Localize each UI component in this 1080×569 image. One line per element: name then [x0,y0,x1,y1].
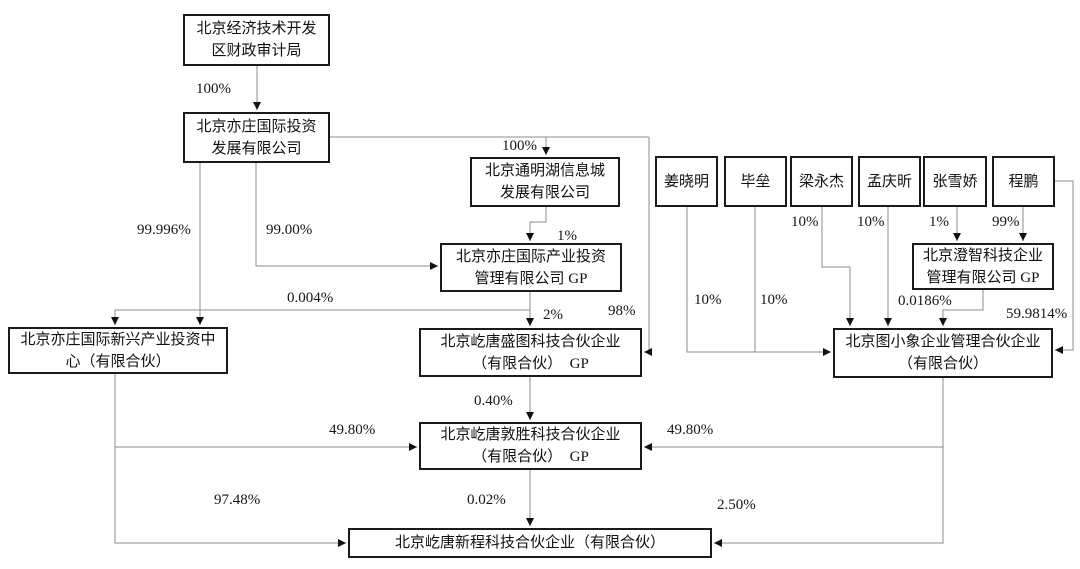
edge-tuxiaoxiang-xincheng-line [714,447,944,547]
node-person-bi-lei: 毕垒 [724,156,787,207]
node-tongminghu-info-city: 北京通明湖信息城 发展有限公司 [470,157,620,207]
edge-label-audit-yzdev: 100% [196,81,231,97]
edge-chengzhi-tuxiaoxiang-line [939,290,984,326]
edge-yzdev-mgmt-line [255,163,438,270]
edge-tmh-mgmt-line [526,207,547,241]
edge-label-liang-tuxiaoxiang: 10% [791,214,819,230]
edge-mgmt-xinxing-line [111,309,530,325]
node-yitang-shengtu-gp: 北京屹唐盛图科技合伙企业 （有限合伙） GP [419,328,642,377]
edge-label-shengtu-dunsheng: 0.40% [474,393,513,409]
edge-liang-tuxiaoxiang-line [821,207,854,326]
edge-label-mgmt-xinxing: 0.004% [287,290,334,306]
edge-label-meng-tuxiaoxiang: 10% [857,214,885,230]
node-chengzhi-gp: 北京澄智科技企业 管理有限公司 GP [912,243,1054,290]
edge-label-yzdev-xinxing: 99.996% [137,222,191,238]
edge-label-xinxing-dunsheng: 49.80% [329,422,376,438]
edge-label-zhang-chengzhi: 1% [929,214,949,230]
node-yizhuang-intl-investment: 北京亦庄国际投资 发展有限公司 [183,112,330,163]
node-person-cheng-peng: 程鹏 [992,156,1055,207]
node-yitang-dunsheng-gp: 北京屹唐敦胜科技合伙企业 （有限合伙） GP [419,422,642,470]
edge-label-yzdev-shengtu: 98% [608,303,636,319]
edge-label-dunsheng-xincheng: 0.02% [467,492,506,508]
node-xinxing-investment-center: 北京亦庄国际新兴产业投资中 心（有限合伙） [8,327,228,374]
node-person-zhang-xuejiao: 张雪娇 [923,156,987,207]
edge-label-tuxiaoxiang-xincheng: 2.50% [717,497,756,513]
edge-xinxing-xincheng-line [114,447,346,547]
edge-label-cheng-chengzhi: 99% [992,214,1020,230]
edge-yzdev-shengtu-line [644,137,652,356]
node-audit-bureau: 北京经济技术开发 区财政审计局 [183,14,330,66]
edge-cheng-tuxiaoxiang-line [1055,180,1074,354]
edge-label-jiang-tuxiaoxiang: 10% [694,292,722,308]
edge-jiang-tuxiaoxiang-line [686,207,831,356]
edge-label-mgmt-shengtu: 2% [543,307,563,323]
node-yitang-xincheng-partnership: 北京屹唐新程科技合伙企业（有限合伙） [348,528,712,558]
node-person-liang-yongjie: 梁永杰 [790,156,853,207]
edge-label-cheng-tuxiaoxiang: 59.9814% [1006,306,1068,322]
edge-label-tuxiaoxiang-dunsheng: 49.80% [667,422,714,438]
node-person-jiang-xiaoming: 姜晓明 [655,156,718,207]
edge-label-yzdev-tmh: 100% [502,138,537,154]
edge-label-xinxing-xincheng: 97.48% [214,492,261,508]
node-industry-investment-mgmt-gp: 北京亦庄国际产业投资 管理有限公司 GP [440,243,622,292]
edge-label-bi-tuxiaoxiang: 10% [760,292,788,308]
node-person-meng-qingxin: 孟庆昕 [858,156,921,207]
edge-label-tmh-mgmt: 1% [557,228,577,244]
edge-label-yzdev-mgmt: 99.00% [266,222,313,238]
edge-label-chengzhi-tuxiaoxiang: 0.0186% [898,293,952,309]
node-tuxiaoxiang-partnership: 北京图小象企业管理合伙企业 （有限合伙） [833,328,1053,378]
